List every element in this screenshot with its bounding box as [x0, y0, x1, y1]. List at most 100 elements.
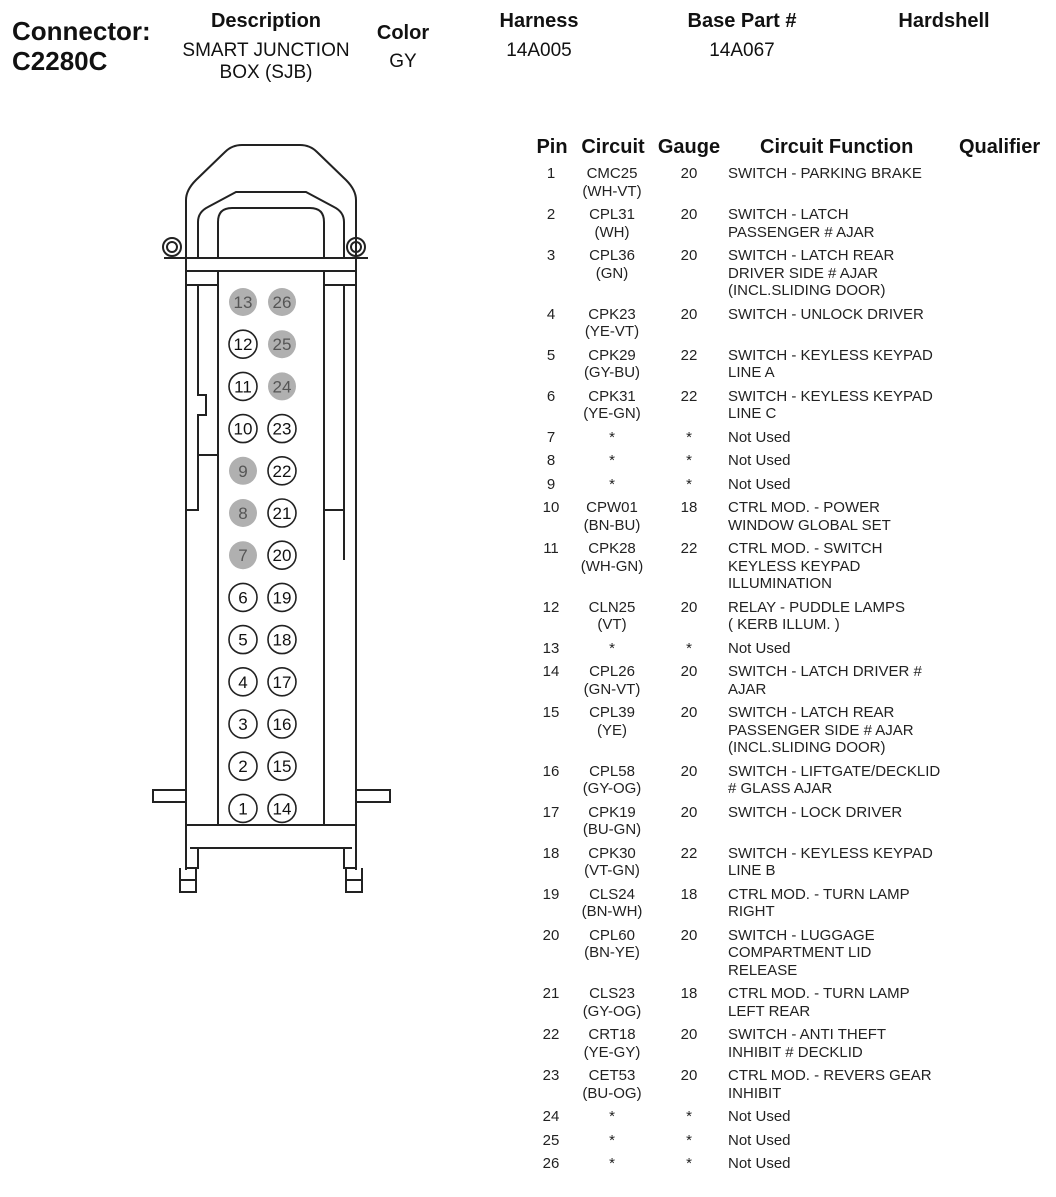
row-pin: 8 — [546, 452, 556, 469]
row-gauge: * — [686, 1155, 692, 1172]
pin-number-25: 25 — [273, 335, 292, 354]
row-pin: 6 — [546, 387, 556, 405]
pin-circle-9 — [229, 456, 257, 485]
row-circuit-line: CPL39 — [589, 704, 635, 721]
row-gauge: * — [686, 639, 692, 657]
row-circuit: CPL36(GN) — [567, 247, 657, 282]
row-gauge: * — [686, 1108, 692, 1125]
row-circuit: * — [567, 476, 657, 494]
row-circuit-line: (YE-GN) — [583, 405, 641, 422]
pin-number-1: 1 — [238, 799, 247, 818]
base-part-value: 14A067 — [709, 40, 775, 61]
pin-number-23: 23 — [273, 420, 292, 439]
row-gauge: 20 — [680, 305, 698, 323]
pin-number-21: 21 — [273, 504, 292, 523]
row-function-line: Not Used — [728, 639, 791, 657]
row-gauge: 20 — [680, 206, 698, 223]
row-function-line: Not Used — [728, 452, 791, 469]
row-function-line: CTRL MOD. - TURN LAMP — [728, 885, 910, 903]
row-function: SWITCH - LATCH DRIVER #AJAR — [728, 663, 958, 698]
row-gauge: 20 — [680, 704, 698, 721]
row-gauge: * — [686, 1131, 692, 1149]
row-circuit-line: * — [609, 1108, 615, 1125]
pin-circle-1 — [228, 793, 258, 824]
pin-number-4: 4 — [238, 673, 247, 692]
row-function-line: SWITCH - KEYLESS KEYPAD — [728, 387, 933, 405]
row-function-line: LINE C — [728, 405, 777, 422]
row-function-line: Not Used — [728, 1155, 791, 1172]
connector-label: Connector: — [12, 16, 151, 46]
row-gauge: 22 — [680, 346, 698, 364]
pin-circle-12 — [228, 329, 258, 360]
row-circuit-line: CPW01 — [586, 499, 638, 516]
row-pin: 17 — [542, 803, 560, 821]
row-circuit: CPL58(GY-OG) — [567, 763, 657, 798]
row-function-line: COMPARTMENT LID — [728, 944, 872, 961]
row-circuit-line: * — [609, 639, 615, 657]
row-function: SWITCH - LOCK DRIVER — [728, 804, 958, 822]
row-pin: 14 — [542, 663, 560, 680]
row-circuit-line: CPL36 — [589, 247, 635, 264]
row-pin: 26 — [542, 1155, 560, 1172]
pin-number-12: 12 — [234, 335, 253, 354]
row-function-line: RELEASE — [728, 961, 798, 979]
pin-circle-26 — [268, 288, 296, 316]
row-function-line: INHIBIT # DECKLID — [728, 1043, 863, 1061]
row-circuit: CPK23(YE-VT) — [567, 306, 657, 341]
row-circuit-line: CLN25 — [588, 598, 636, 616]
row-function-line: SWITCH - ANTI THEFT — [728, 1026, 887, 1043]
pin-number-11: 11 — [234, 377, 252, 396]
row-function: SWITCH - PARKING BRAKE — [728, 165, 958, 183]
header-circuit: Circuit — [581, 136, 645, 158]
row-pin: 18 — [542, 844, 560, 862]
pin-number-10: 10 — [234, 420, 253, 439]
pin-circle-14 — [267, 793, 297, 824]
pin-circle-24 — [268, 372, 296, 401]
row-circuit-line: (VT-GN) — [584, 862, 640, 879]
row-pin: 24 — [542, 1108, 560, 1125]
row-circuit: CPK29(GY-BU) — [567, 347, 657, 382]
row-function-line: CTRL MOD. - TURN LAMP — [728, 985, 910, 1002]
row-circuit-line: CPL58 — [589, 762, 635, 780]
row-circuit-line: CPK29 — [588, 346, 636, 364]
row-function: Not Used — [728, 1132, 958, 1150]
row-function-line: WINDOW GLOBAL SET — [728, 516, 891, 534]
row-function-line: SWITCH - LUGGAGE — [728, 926, 875, 944]
pin-number-19: 19 — [273, 588, 292, 607]
row-circuit-line: (YE-GY) — [583, 1043, 641, 1061]
color-label: Color — [376, 22, 430, 44]
row-function-line: (INCL.SLIDING DOOR) — [728, 739, 886, 756]
row-function-line: SWITCH - LOCK DRIVER — [728, 803, 903, 821]
row-circuit-line: * — [609, 1131, 615, 1149]
pin-number-5: 5 — [238, 631, 247, 650]
row-circuit: CMC25(WH-VT) — [567, 165, 657, 200]
row-function-line: SWITCH - PARKING BRAKE — [728, 165, 922, 182]
row-function-line: Not Used — [728, 475, 791, 493]
pin-number-14: 14 — [273, 799, 292, 818]
pin-circle-18 — [267, 624, 297, 655]
row-pin: 20 — [542, 926, 560, 944]
row-circuit-line: CPL60 — [589, 926, 635, 944]
row-circuit-line: (GN-VT) — [583, 680, 641, 698]
pin-number-18: 18 — [273, 631, 292, 650]
pin-circle-21 — [267, 498, 297, 528]
row-function: Not Used — [728, 1108, 958, 1126]
row-function: SWITCH - UNLOCK DRIVER — [728, 306, 958, 324]
pin-circle-20 — [267, 540, 297, 571]
row-pin: 23 — [542, 1067, 560, 1084]
description-line-2: BOX (SJB) — [219, 62, 313, 83]
pin-number-13: 13 — [234, 293, 253, 312]
row-circuit-line: (YE-VT) — [584, 323, 640, 340]
row-function-line: SWITCH - KEYLESS KEYPAD — [728, 844, 933, 862]
row-circuit-line: CPK31 — [588, 387, 636, 405]
pin-circle-19 — [267, 582, 297, 613]
pin-circle-8 — [229, 499, 257, 527]
pin-circle-17 — [267, 666, 297, 697]
